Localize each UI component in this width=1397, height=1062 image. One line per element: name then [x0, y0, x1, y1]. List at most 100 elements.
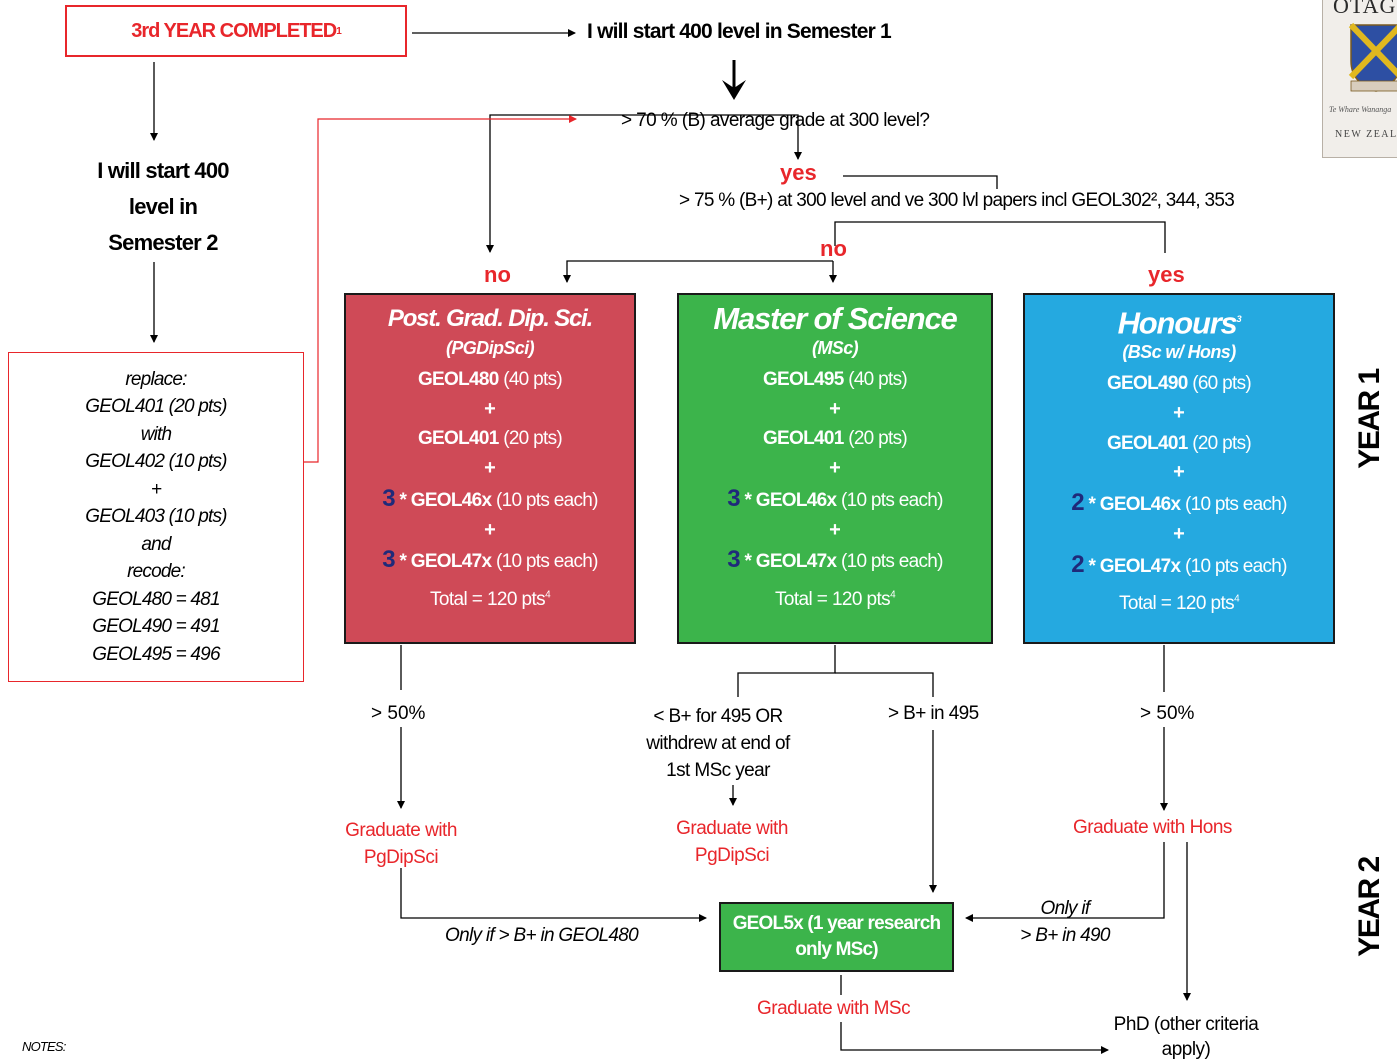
crest-icon — [1348, 22, 1397, 92]
replace-line: GEOL403 (10 pts) — [85, 506, 227, 528]
sem1-heading: I will start 400 level in Semester 1 — [587, 20, 892, 43]
paper-points: (40 pts) — [498, 369, 563, 390]
plus-sign: + — [1173, 522, 1185, 545]
footnote-1: 1 — [336, 25, 341, 37]
only-if-480: Only if > B+ in GEOL480 — [445, 925, 639, 946]
semester2-replace-box: replace: GEOL401 (20 pts) with GEOL402 (… — [8, 352, 304, 682]
logo-motto: Te Whare Wananga — [1329, 105, 1392, 114]
paper-code: * GEOL47x — [1083, 555, 1181, 577]
pgdipsci-title: Post. Grad. Dip. Sci. — [387, 305, 593, 332]
plus-sign: + — [1173, 461, 1185, 484]
replace-line: recode: — [127, 561, 186, 583]
graduate-line: Graduate with — [345, 820, 457, 841]
plus-sign: + — [1173, 402, 1185, 425]
paper-multiplier: 3 — [382, 484, 395, 512]
sem2-heading-line: Semester 2 — [108, 230, 218, 255]
year1-label: YEAR 1 — [1353, 369, 1386, 469]
arrow-replace-to-question — [304, 115, 577, 463]
replace-line: GEOL490 = 491 — [92, 616, 220, 638]
plus-sign: + — [829, 457, 841, 480]
honours-title: Honours — [1117, 305, 1238, 341]
footnote-4: 4 — [890, 589, 896, 601]
plus-sign: + — [829, 518, 841, 541]
honours-abbr: (BSc w/ Hons) — [1122, 342, 1236, 363]
paper-code: GEOL480 — [417, 369, 499, 390]
paper-multiplier: 3 — [382, 546, 395, 574]
pgdipsci-abbr: (PGDipSci) — [445, 338, 535, 358]
grade-question: > 70 % (B) average grade at 300 level? — [621, 110, 930, 131]
paper-code: GEOL490 — [1106, 373, 1188, 395]
paper-points: (10 pts each) — [491, 489, 598, 511]
graduate-line: PgDipSci — [363, 847, 439, 868]
paper-points: (10 pts each) — [1180, 494, 1287, 516]
paper-points: (10 pts each) — [491, 551, 598, 573]
honours-box: Honours3 (BSc w/ Hons) GEOL490 (60 pts) … — [1023, 293, 1335, 644]
graduate-line: Graduate with — [676, 818, 788, 839]
university-logo: OTAG Te Whare Wananga NEW ZEAL — [1322, 0, 1397, 158]
replace-line: + — [150, 478, 162, 500]
msc-title: Master of Science — [713, 301, 957, 336]
plus-sign: + — [484, 397, 496, 420]
replace-line: with — [140, 423, 172, 445]
program-total: Total = 120 pts — [774, 588, 891, 610]
graduate-line: PgDipSci — [694, 845, 770, 866]
research-line: only MSc) — [795, 939, 878, 960]
paper-points: (20 pts) — [843, 428, 908, 450]
hons-threshold: > 50% — [1140, 703, 1195, 724]
honours-condition: > 75 % (B+) at 300 level and ve 300 lvl … — [679, 190, 1235, 211]
replace-line: replace: — [125, 368, 187, 390]
paper-points: (60 pts) — [1187, 373, 1252, 395]
yes-top-label: yes — [780, 160, 817, 185]
plus-sign: + — [484, 457, 496, 480]
paper-points: (20 pts) — [1187, 432, 1252, 454]
replace-line: GEOL495 = 496 — [92, 643, 220, 665]
msc-fail-condition: < B+ for 495 OR withdrew at end of 1st M… — [605, 703, 831, 784]
paper-multiplier: 3 — [727, 546, 740, 574]
replace-line: GEOL402 (10 pts) — [85, 451, 227, 473]
program-total: Total = 120 pts — [1118, 593, 1235, 615]
program-total: Total = 120 pts — [429, 588, 546, 610]
paper-code: GEOL401 — [417, 428, 499, 450]
paper-multiplier: 2 — [1071, 550, 1084, 578]
paper-code: * GEOL47x — [394, 551, 492, 573]
only-if-490: Only if > B+ in 490 — [1005, 895, 1125, 949]
sem2-heading: I will start 400 level in Semester 2 — [48, 153, 278, 261]
paper-code: * GEOL47x — [739, 551, 837, 573]
big-down-arrow — [722, 60, 746, 100]
paper-points: (10 pts each) — [1180, 555, 1287, 577]
plus-sign: + — [484, 518, 496, 541]
no-left-label: no — [484, 262, 511, 287]
paper-code: * GEOL46x — [1083, 494, 1181, 516]
graduate-msc: Graduate with MSc — [757, 998, 911, 1019]
graduate-pgdipsci-left: Graduate with PgDipSci — [311, 817, 491, 871]
paper-points: (40 pts) — [843, 369, 908, 390]
only-if-line: > B+ in 490 — [1020, 925, 1110, 946]
paper-code: * GEOL46x — [394, 489, 492, 511]
phd-line: apply) — [1161, 1039, 1211, 1060]
research-msc-box: GEOL5x (1 year research only MSc) — [719, 902, 954, 972]
year2-label: YEAR 2 — [1353, 857, 1386, 957]
footnote-4: 4 — [545, 589, 551, 601]
msc-fail-line: withdrew at end of — [646, 733, 790, 754]
graduate-hons: Graduate with Hons — [1073, 817, 1232, 838]
pgdipsci-box: Post. Grad. Dip. Sci. (PGDipSci) GEOL480… — [344, 293, 636, 644]
research-line: GEOL5x (1 year research — [732, 913, 941, 934]
footnote-3: 3 — [1236, 314, 1242, 324]
paper-multiplier: 2 — [1071, 489, 1084, 517]
notes-label: NOTES: — [22, 1039, 66, 1054]
phd-line: PhD (other criteria — [1113, 1014, 1259, 1035]
paper-code: * GEOL46x — [739, 489, 837, 511]
msc-pass-condition: > B+ in 495 — [888, 703, 979, 724]
paper-points: (10 pts each) — [836, 551, 943, 573]
logo-wordmark: OTAG — [1333, 0, 1397, 18]
pgdip-threshold: > 50% — [371, 703, 426, 724]
phd-outcome: PhD (other criteria apply) — [1090, 1012, 1282, 1062]
plus-sign: + — [829, 397, 841, 420]
logo-country: NEW ZEAL — [1335, 129, 1397, 140]
no-middle-label: no — [820, 236, 847, 261]
replace-line: GEOL480 = 481 — [92, 588, 220, 610]
msc-box: Master of Science (MSc) GEOL495 (40 pts)… — [677, 293, 993, 644]
sem2-heading-line: I will start 400 — [97, 158, 229, 183]
third-year-completed-label: 3rd YEAR COMPLETED — [131, 19, 337, 42]
